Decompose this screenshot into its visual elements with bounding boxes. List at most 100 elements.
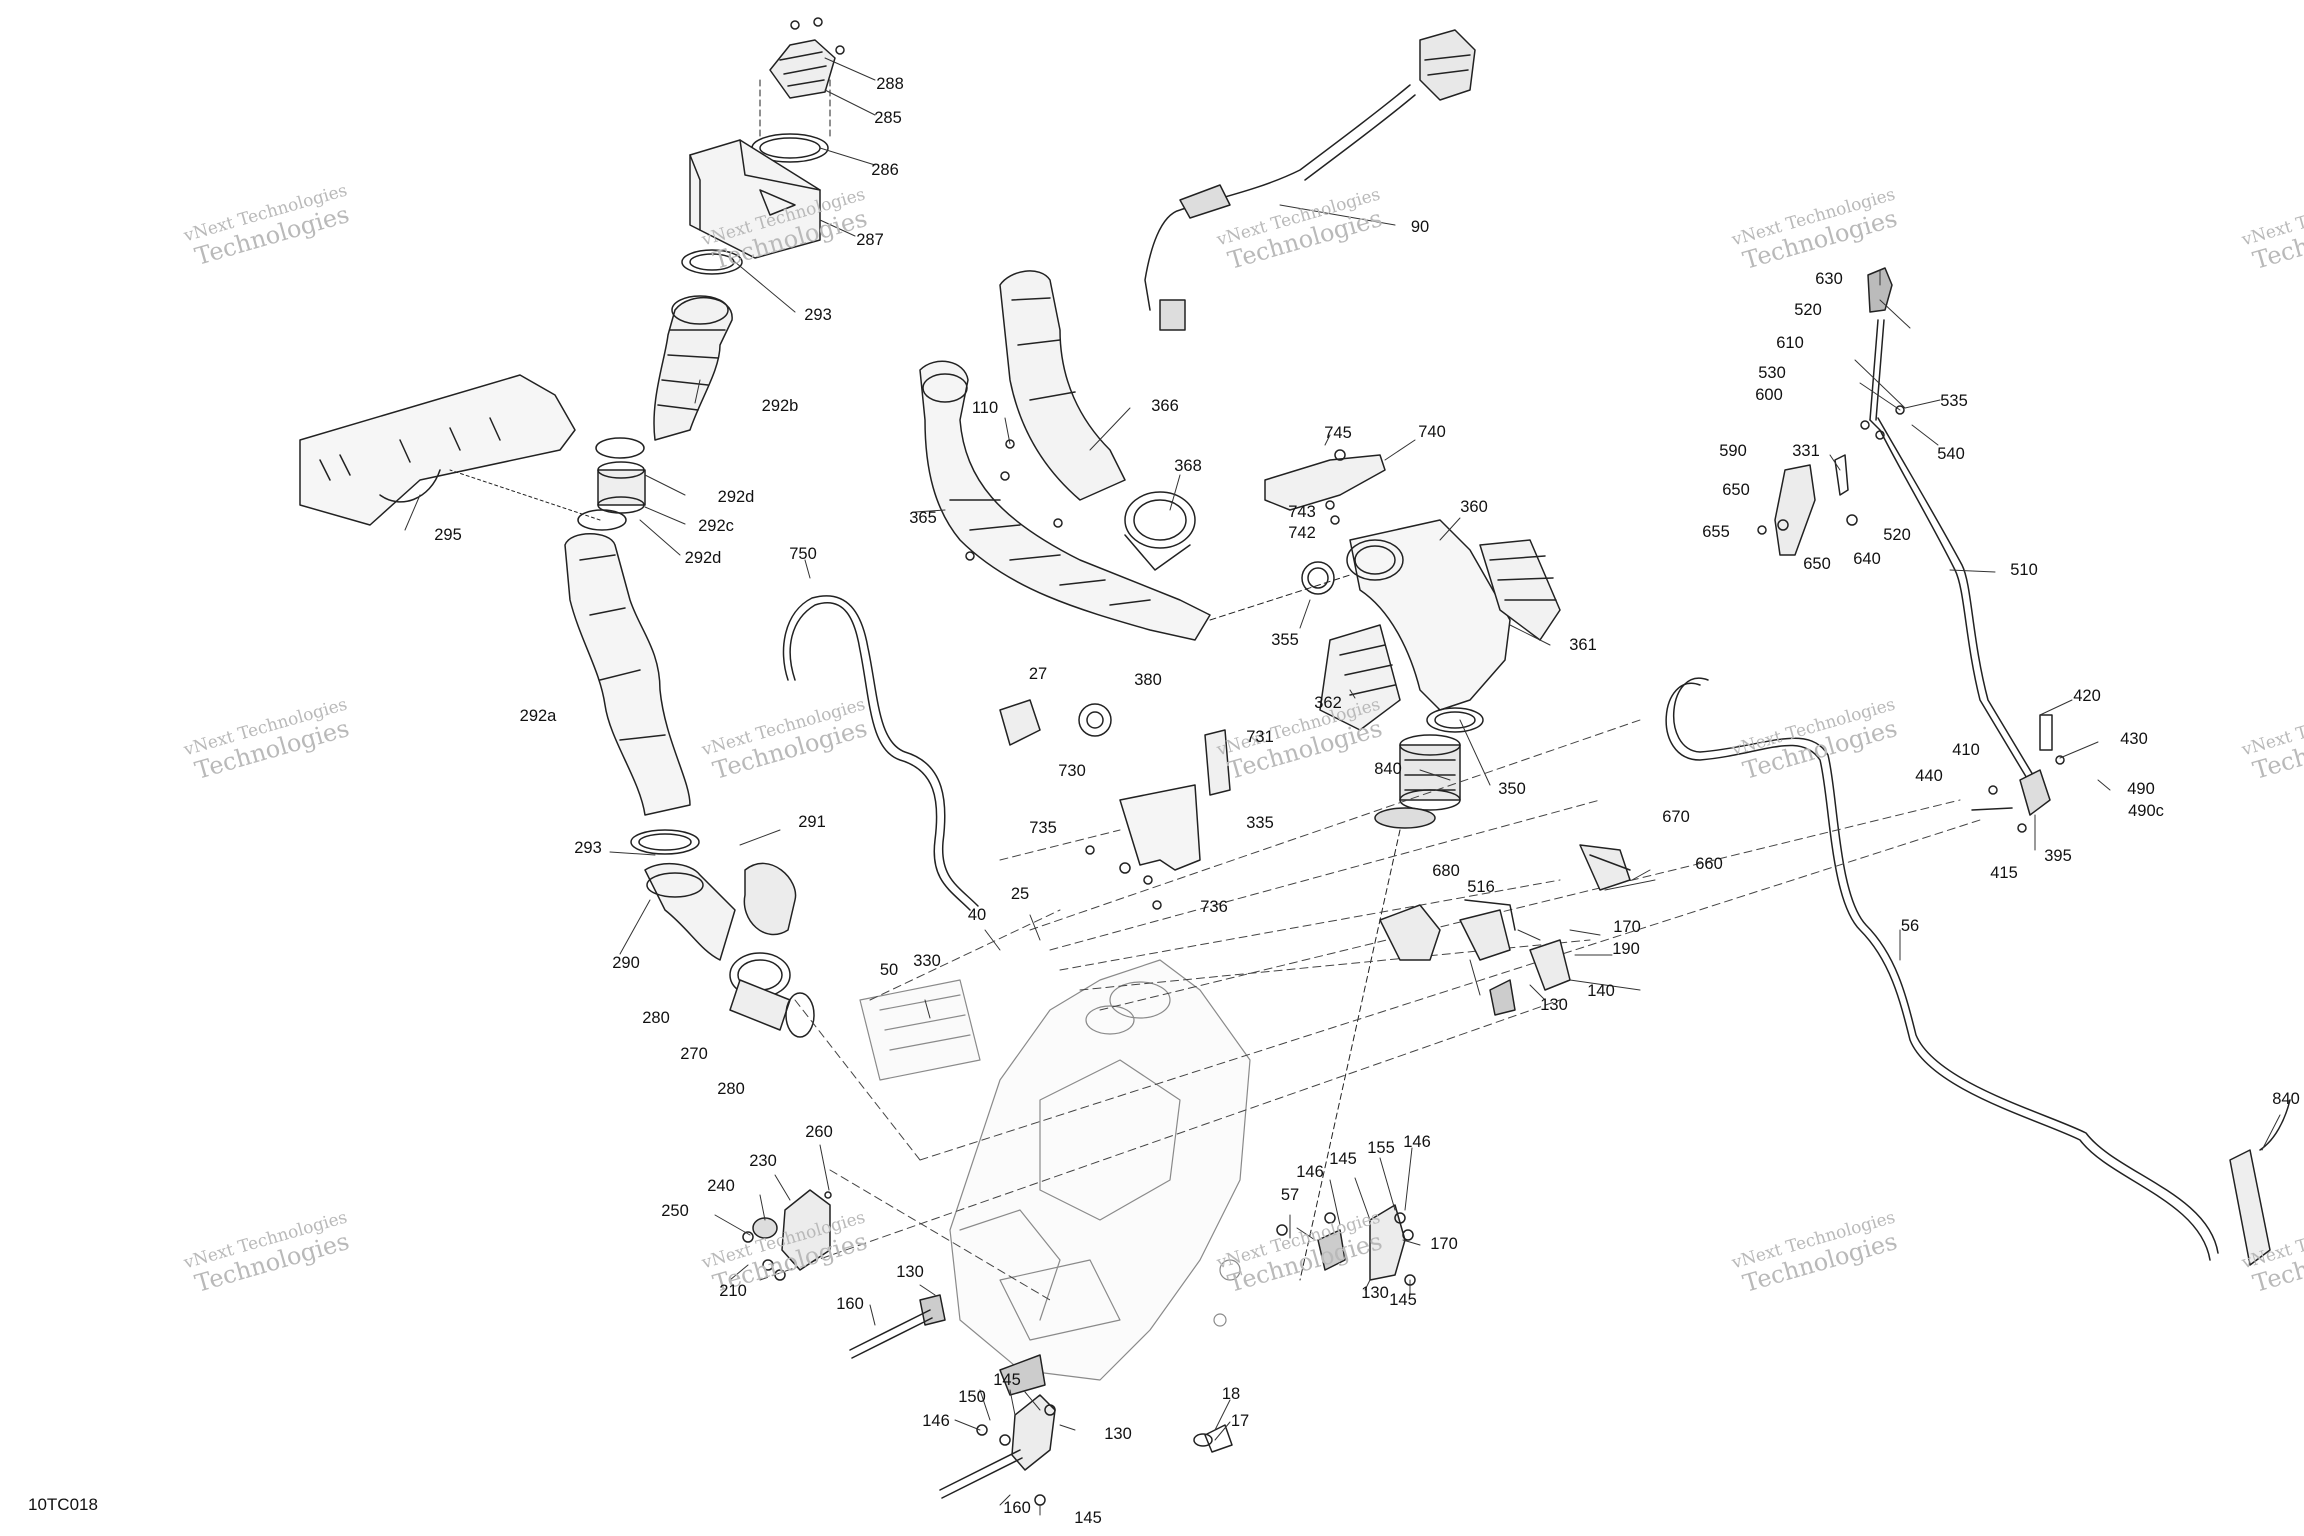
callout-731[interactable]: 731 — [1246, 727, 1274, 746]
callout-18[interactable]: 18 — [1221, 1384, 1241, 1403]
callout-655[interactable]: 655 — [1702, 522, 1730, 541]
callout-736[interactable]: 736 — [1200, 897, 1228, 916]
callout-750[interactable]: 750 — [789, 544, 817, 563]
callout-145-center[interactable]: 145 — [1329, 1149, 1357, 1168]
callout-250[interactable]: 250 — [661, 1201, 689, 1220]
callout-240[interactable]: 240 — [707, 1176, 735, 1195]
callout-170[interactable]: 170 — [1613, 917, 1641, 936]
callout-145-right[interactable]: 145 — [1389, 1290, 1417, 1309]
callout-380[interactable]: 380 — [1134, 670, 1162, 689]
callout-291[interactable]: 291 — [798, 812, 826, 831]
callout-288[interactable]: 288 — [876, 74, 904, 93]
callout-745[interactable]: 745 — [1324, 423, 1352, 442]
callout-160[interactable]: 160 — [836, 1294, 864, 1313]
callout-25[interactable]: 25 — [1010, 884, 1030, 903]
callout-290[interactable]: 290 — [612, 953, 640, 972]
callout-540[interactable]: 540 — [1937, 444, 1965, 463]
callout-368[interactable]: 368 — [1174, 456, 1202, 475]
callout-510[interactable]: 510 — [2010, 560, 2038, 579]
callout-293[interactable]: 293 — [804, 305, 832, 324]
callout-292b[interactable]: 292b — [761, 396, 799, 415]
callout-285[interactable]: 285 — [874, 108, 902, 127]
callout-740[interactable]: 740 — [1418, 422, 1446, 441]
callout-40[interactable]: 40 — [967, 905, 987, 924]
callout-530[interactable]: 530 — [1758, 363, 1786, 382]
callout-362[interactable]: 362 — [1314, 693, 1342, 712]
callout-145[interactable]: 145 — [993, 1370, 1021, 1389]
callout-90[interactable]: 90 — [1410, 217, 1430, 236]
callout-520[interactable]: 520 — [1794, 300, 1822, 319]
callout-130-center[interactable]: 130 — [1361, 1283, 1389, 1302]
callout-840[interactable]: 840 — [1374, 759, 1402, 778]
callout-293-lower[interactable]: 293 — [574, 838, 602, 857]
callout-335[interactable]: 335 — [1246, 813, 1274, 832]
callout-292d[interactable]: 292d — [717, 487, 755, 506]
callout-600[interactable]: 600 — [1755, 385, 1783, 404]
callout-490c[interactable]: 490c — [2128, 801, 2164, 820]
callout-292c[interactable]: 292c — [698, 516, 734, 535]
callout-516[interactable]: 516 — [1467, 877, 1495, 896]
callout-350[interactable]: 350 — [1498, 779, 1526, 798]
callout-146-center[interactable]: 146 — [1296, 1162, 1324, 1181]
callout-440[interactable]: 440 — [1915, 766, 1943, 785]
callout-840-right[interactable]: 840 — [2272, 1089, 2300, 1108]
callout-330[interactable]: 330 — [913, 951, 941, 970]
callout-17[interactable]: 17 — [1230, 1411, 1250, 1430]
callout-670[interactable]: 670 — [1662, 807, 1690, 826]
callout-490[interactable]: 490 — [2127, 779, 2155, 798]
callout-160-bottom[interactable]: 160 — [1003, 1498, 1031, 1517]
callout-361[interactable]: 361 — [1569, 635, 1597, 654]
callout-280-lower[interactable]: 280 — [717, 1079, 745, 1098]
callout-430[interactable]: 430 — [2120, 729, 2148, 748]
callout-110[interactable]: 110 — [971, 398, 999, 417]
callout-260[interactable]: 260 — [805, 1122, 833, 1141]
callout-130[interactable]: 130 — [1540, 995, 1568, 1014]
callout-140[interactable]: 140 — [1587, 981, 1615, 1000]
callout-27[interactable]: 27 — [1028, 664, 1048, 683]
callout-210[interactable]: 210 — [719, 1281, 747, 1300]
callout-230[interactable]: 230 — [749, 1151, 777, 1170]
callout-130-bottom[interactable]: 130 — [1104, 1424, 1132, 1443]
callout-286[interactable]: 286 — [871, 160, 899, 179]
callout-590[interactable]: 590 — [1719, 441, 1747, 460]
callout-650-lower[interactable]: 650 — [1803, 554, 1831, 573]
callout-280[interactable]: 280 — [642, 1008, 670, 1027]
callout-155[interactable]: 155 — [1367, 1138, 1395, 1157]
callout-355[interactable]: 355 — [1271, 630, 1299, 649]
callout-650[interactable]: 650 — [1722, 480, 1750, 499]
callout-331[interactable]: 331 — [1792, 441, 1820, 460]
callout-145-bottom[interactable]: 145 — [1074, 1508, 1102, 1527]
callout-520-lower[interactable]: 520 — [1883, 525, 1911, 544]
callout-535[interactable]: 535 — [1940, 391, 1968, 410]
callout-640[interactable]: 640 — [1853, 549, 1881, 568]
callout-730[interactable]: 730 — [1058, 761, 1086, 780]
callout-292d-lower[interactable]: 292d — [684, 548, 722, 567]
callout-742[interactable]: 742 — [1288, 523, 1316, 542]
callout-610[interactable]: 610 — [1776, 333, 1804, 352]
callout-57[interactable]: 57 — [1280, 1185, 1300, 1204]
callout-660[interactable]: 660 — [1695, 854, 1723, 873]
callout-130-left[interactable]: 130 — [896, 1262, 924, 1281]
callout-735[interactable]: 735 — [1029, 818, 1057, 837]
callout-50[interactable]: 50 — [879, 960, 899, 979]
callout-287[interactable]: 287 — [856, 230, 884, 249]
callout-743[interactable]: 743 — [1288, 502, 1316, 521]
callout-366[interactable]: 366 — [1151, 396, 1179, 415]
callout-365[interactable]: 365 — [909, 508, 937, 527]
callout-56[interactable]: 56 — [1900, 916, 1920, 935]
callout-295[interactable]: 295 — [434, 525, 462, 544]
callout-410[interactable]: 410 — [1952, 740, 1980, 759]
callout-680[interactable]: 680 — [1432, 861, 1460, 880]
callout-395[interactable]: 395 — [2044, 846, 2072, 865]
callout-360[interactable]: 360 — [1460, 497, 1488, 516]
callout-270[interactable]: 270 — [680, 1044, 708, 1063]
callout-170-lower[interactable]: 170 — [1430, 1234, 1458, 1253]
callout-146-right[interactable]: 146 — [1403, 1132, 1431, 1151]
callout-420[interactable]: 420 — [2073, 686, 2101, 705]
callout-292a[interactable]: 292a — [519, 706, 557, 725]
callout-146[interactable]: 146 — [922, 1411, 950, 1430]
callout-630[interactable]: 630 — [1815, 269, 1843, 288]
callout-150[interactable]: 150 — [958, 1387, 986, 1406]
callout-190[interactable]: 190 — [1612, 939, 1640, 958]
callout-415[interactable]: 415 — [1990, 863, 2018, 882]
